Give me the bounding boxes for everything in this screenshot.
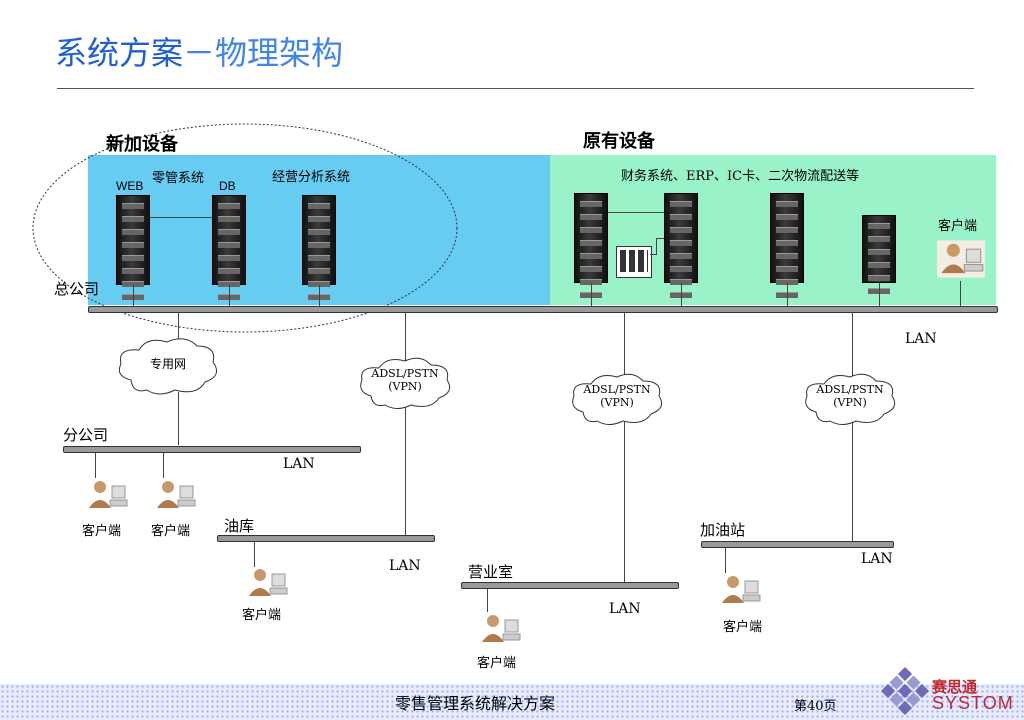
person-computer-icon [89, 481, 128, 508]
person-computer-icon [482, 615, 521, 642]
drop-web [133, 285, 134, 307]
page-title: 系统方案－物理架构 [55, 34, 344, 72]
hq-lan-label: LAN [905, 331, 937, 347]
logo-english-text: SYSTOM [932, 693, 1014, 713]
db-server [212, 195, 246, 300]
station-lan-label: LAN [861, 551, 893, 567]
company-logo-icon [880, 666, 930, 716]
link-adsl1-top [405, 312, 406, 364]
existing-server-3 [770, 193, 804, 298]
private-network-cloud: 专用网 [113, 336, 223, 396]
network-switch-icon [616, 246, 652, 278]
footer-bar [0, 684, 1024, 720]
adsl-cloud-station: ADSL/PSTN (VPN) [800, 372, 900, 426]
depot-lan-label: LAN [389, 558, 421, 574]
drop-db [229, 285, 230, 307]
person-computer-icon [937, 240, 985, 278]
person-computer-icon [157, 481, 196, 508]
drop-ex1 [591, 283, 592, 307]
existing-equipment-label: 原有设备 [583, 131, 655, 152]
existing-server-4 [862, 215, 896, 294]
adsl-cloud-depot: ADSL/PSTN (VPN) [355, 356, 455, 410]
drop-ex2 [681, 283, 682, 307]
footer-title: 零售管理系统解决方案 [395, 694, 556, 713]
branch-label: 分公司 [63, 426, 109, 444]
existing-server-2 [664, 193, 698, 298]
link-private-bottom [178, 392, 179, 445]
depot-drop [254, 541, 255, 567]
branch-client-1-label: 客户端 [82, 524, 122, 539]
office-drop [487, 588, 488, 612]
link-adsl3-top [852, 312, 853, 378]
adsl-label: ADSL/PSTN [371, 367, 439, 380]
new-equipment-label: 新加设备 [106, 134, 178, 155]
analysis-system-label: 经营分析系统 [272, 170, 351, 185]
link-adsl2-top [624, 312, 625, 378]
person-computer-icon [249, 569, 288, 596]
hq-client-label: 客户端 [938, 219, 978, 234]
office-client-label: 客户端 [477, 656, 517, 671]
vpn-label: (VPN) [833, 396, 867, 409]
station-drop [725, 547, 726, 573]
vpn-label: (VPN) [600, 396, 634, 409]
drop-ex4 [879, 283, 880, 307]
branch-drop-1 [95, 452, 96, 478]
branch-drop-2 [163, 452, 164, 478]
depot-client-label: 客户端 [242, 608, 282, 623]
logo-chinese-text: 赛思通 [932, 678, 978, 696]
retail-system-label: 零管系统 [152, 171, 205, 186]
office-lan-label: LAN [609, 601, 641, 617]
office-label: 营业室 [468, 563, 514, 581]
private-network-label: 专用网 [149, 357, 186, 371]
depot-lan-bus [217, 535, 435, 542]
web-db-link [150, 217, 212, 218]
station-label: 加油站 [700, 521, 746, 539]
station-client-label: 客户端 [723, 620, 763, 635]
branch-lan-label: LAN [283, 456, 315, 472]
db-server-label: DB [219, 179, 236, 193]
station-lan-bus [701, 541, 894, 548]
drop-client [960, 281, 961, 307]
switch-link-v [656, 238, 657, 255]
branch-client-2-label: 客户端 [151, 524, 191, 539]
branch-lan-bus [63, 446, 361, 453]
link-adsl3-bottom [852, 422, 853, 544]
adsl-label: ADSL/PSTN [816, 383, 884, 396]
web-server [116, 195, 150, 300]
existing-systems-label: 财务系统、ERP、IC卡、二次物流配送等 [621, 169, 860, 184]
existing-server-1 [574, 193, 608, 298]
link-private-top [178, 312, 179, 342]
page-number: 第40页 [794, 699, 837, 714]
adsl-label: ADSL/PSTN [583, 383, 651, 396]
person-computer-icon [722, 576, 761, 603]
drop-analysis [319, 285, 320, 307]
hq-lan-bus [88, 306, 998, 313]
adsl-cloud-office: ADSL/PSTN (VPN) [567, 372, 667, 426]
depot-label: 油库 [224, 517, 255, 535]
switch-link-h [650, 254, 656, 255]
office-lan-bus [461, 582, 679, 589]
existing-server-link [608, 212, 664, 213]
link-adsl2-bottom [624, 422, 625, 582]
drop-ex3 [787, 283, 788, 307]
new-equipment-highlight-ellipse [32, 123, 458, 333]
switch-link-h2 [656, 238, 664, 239]
vpn-label: (VPN) [388, 380, 422, 393]
web-server-label: WEB [116, 179, 144, 193]
hq-label: 总公司 [54, 280, 100, 298]
analysis-server [302, 195, 336, 300]
title-divider [57, 88, 974, 89]
link-adsl1-bottom [405, 404, 406, 535]
